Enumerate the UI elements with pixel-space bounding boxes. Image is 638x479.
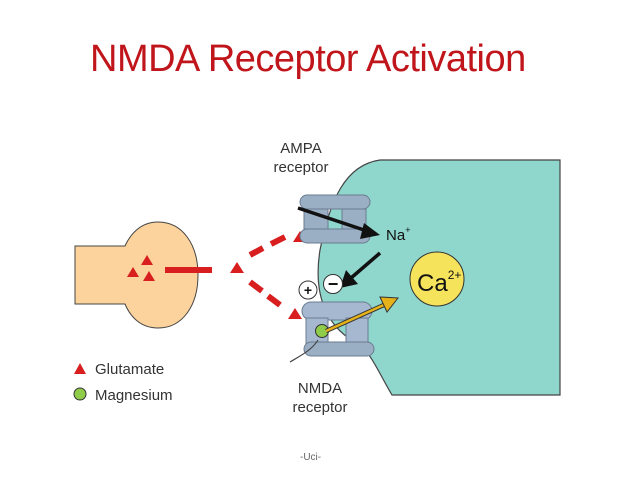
legend-magnesium-icon	[73, 387, 87, 401]
ampa-label-line1: AMPA	[280, 140, 321, 157]
magnesium-exit-path	[289, 339, 319, 363]
sodium-label: Na+	[386, 225, 410, 244]
slide-footer: -Uci-	[300, 452, 322, 463]
minus-charge-label: −	[328, 274, 339, 294]
glutamate-cleft	[230, 262, 244, 273]
sodium-arrowhead	[360, 223, 380, 239]
sodium-arrow	[297, 206, 365, 232]
legend-glutamate-label: Glutamate	[95, 361, 164, 378]
legend-magnesium-label: Magnesium	[95, 387, 173, 404]
plus-charge	[298, 280, 318, 300]
slide-title: NMDA Receptor Activation	[90, 38, 526, 80]
calcium-arrowhead	[379, 296, 399, 313]
calcium-label: Ca2+	[417, 268, 461, 297]
glutamate-vesicle-1	[141, 255, 153, 265]
calcium-arrow-fill	[325, 302, 387, 333]
glutamate-on-nmda	[288, 308, 302, 319]
release-dash-upper-2	[269, 234, 287, 247]
release-dash-upper-1	[248, 245, 265, 258]
nmda-label-line1: NMDA	[298, 380, 342, 397]
legend-glutamate-icon	[74, 363, 86, 374]
nmda-receptor	[301, 301, 375, 357]
calcium-ion	[409, 251, 465, 307]
depolarization-arrow	[349, 251, 382, 280]
release-dash-lower-2	[266, 293, 282, 308]
nmda-label-line2: receptor	[292, 399, 347, 416]
glutamate-vesicle-2	[127, 267, 139, 277]
plus-charge-label: +	[304, 282, 312, 298]
ampa-label-line2: receptor	[273, 159, 328, 176]
glutamate-vesicle-3	[143, 271, 155, 281]
release-dash-lower-1	[248, 279, 264, 294]
legend: Glutamate Magnesium	[73, 361, 173, 404]
minus-charge	[323, 274, 343, 294]
depolarization-arrowhead	[340, 270, 358, 288]
